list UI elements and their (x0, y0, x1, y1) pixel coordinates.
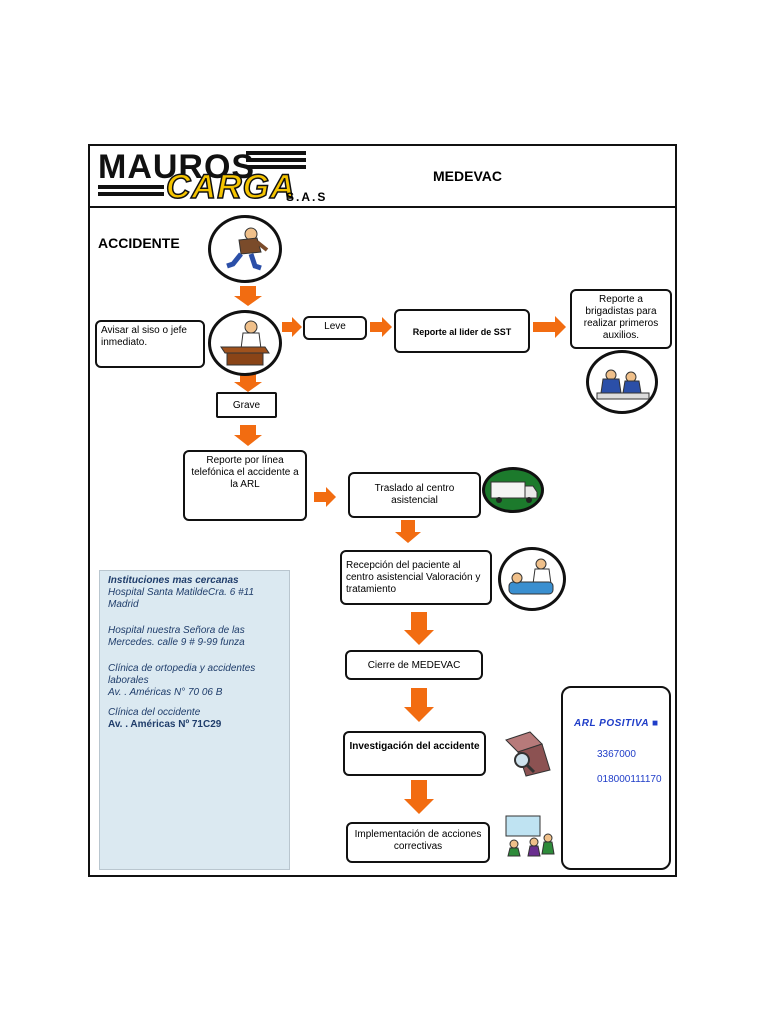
arrow-down-recepcion (395, 520, 421, 543)
doctor-desk-icon (208, 310, 282, 376)
ambulance-icon (482, 467, 544, 513)
node-traslado: Traslado al centro asistencial (348, 472, 481, 518)
arl-phone-2: 018000111170 (597, 774, 662, 785)
institutions-heading: Instituciones mas cercanas (108, 575, 239, 586)
node-avisar: Avisar al siso o jefe inmediato. (95, 320, 205, 368)
institution-1: Hospital Santa MatildeCra. 6 #11 Madrid (108, 587, 255, 610)
arrow-down-investigacion (404, 688, 434, 722)
node-leve: Leve (303, 316, 367, 340)
first-aid-icon (586, 350, 658, 414)
investigation-icon (500, 730, 556, 778)
page-title: MEDEVAC (433, 168, 502, 184)
logo-mauros: MAUROS (98, 148, 256, 186)
node-cierre: Cierre de MEDEVAC (345, 650, 483, 680)
node-grave: Grave (216, 392, 277, 418)
logo-carga: CARGA (165, 167, 296, 207)
logo-sas: S.A.S (286, 190, 328, 204)
arrow-down-grave (234, 374, 262, 392)
arl-phone-1: 3367000 (597, 749, 636, 760)
node-investigacion: Investigación del accidente (343, 731, 486, 776)
start-label: ACCIDENTE (98, 235, 180, 251)
institution-3-name: Clínica de ortopedia y accidentes labora… (108, 663, 256, 686)
institution-2: Hospital nuestra Señora de las Mercedes.… (108, 625, 245, 648)
node-recepcion: Recepción del paciente al centro asisten… (340, 550, 492, 605)
corrective-actions-icon (500, 812, 556, 858)
arrow-right-leve (282, 317, 302, 337)
arl-contact-panel: ARL POSITIVA ■ 3367000 018000111170 (561, 686, 671, 870)
logo-bars-right (246, 151, 306, 172)
injured-worker-icon (208, 215, 282, 283)
arrow-right-lider (370, 317, 392, 337)
institution-3-address: Av. . Américas N° 70 06 B (108, 687, 223, 698)
node-reporte-arl: Reporte por línea telefónica el accident… (183, 450, 307, 521)
nearby-institutions-panel: Instituciones mas cercanas Hospital Sant… (99, 570, 290, 870)
institution-4-address: Av. . Américas Nº 71C29 (108, 719, 222, 730)
arrow-right-traslado (314, 487, 336, 507)
logo-bars-left (98, 185, 164, 199)
arrow-down-implementacion (404, 780, 434, 814)
diagram-frame (88, 144, 677, 877)
patient-care-icon (498, 547, 566, 611)
arl-title: ARL POSITIVA ■ (574, 718, 659, 729)
arrow-right-brigadistas (533, 316, 566, 338)
arrow-down-1 (234, 286, 262, 306)
header-divider (88, 206, 677, 208)
node-implementacion: Implementación de acciones correctivas (346, 822, 490, 863)
node-reporte-lider: Reporte al lider de SST (394, 309, 530, 353)
node-reporte-brigadistas: Reporte a brigadistas para realizar prim… (570, 289, 672, 349)
institution-4-name: Clínica del occidente (108, 707, 201, 718)
arrow-down-cierre (404, 612, 434, 645)
arrow-down-arl (234, 425, 262, 446)
